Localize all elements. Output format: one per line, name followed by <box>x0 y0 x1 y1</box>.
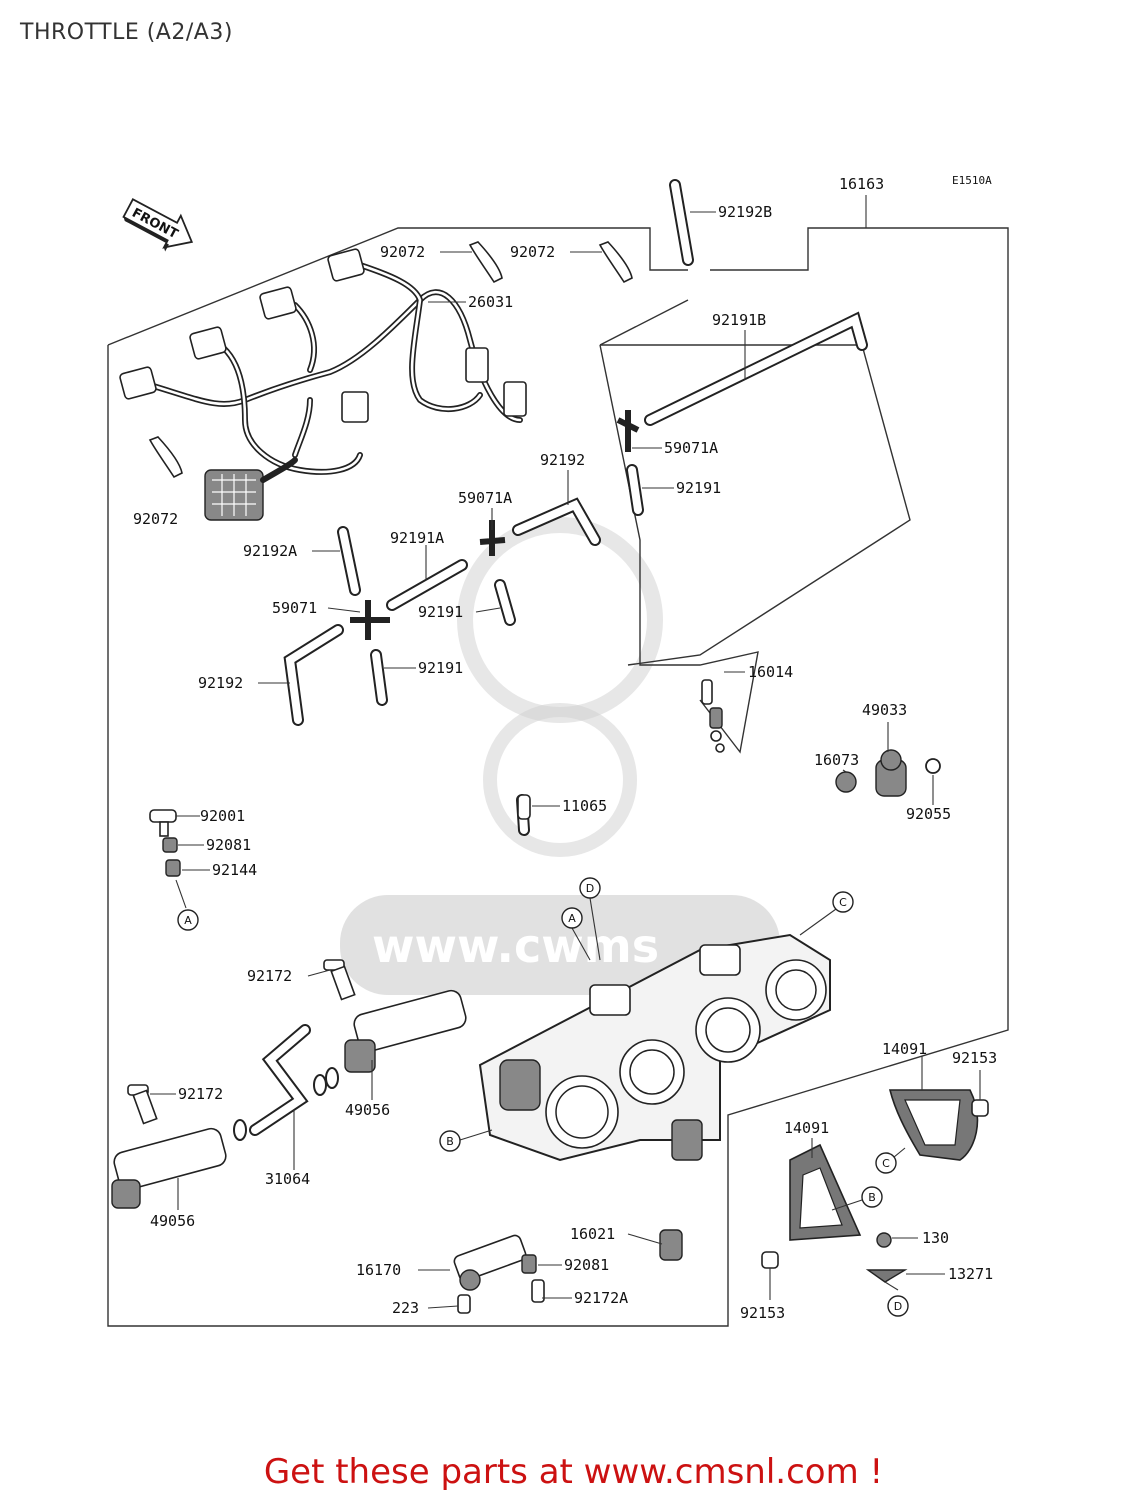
vacuum-hoses <box>283 179 868 836</box>
svg-text:C: C <box>839 896 847 909</box>
svg-text:C: C <box>882 1157 890 1170</box>
callout-label: 16170 <box>356 1261 401 1279</box>
page-title: THROTTLE (A2/A3) <box>20 20 233 45</box>
callout-label: 92001 <box>200 807 245 825</box>
callout-label: 92191A <box>390 529 444 547</box>
watermark-text: www.cwms <box>372 919 659 973</box>
callout-label: 92191 <box>418 603 463 621</box>
callout-label: 92081 <box>206 836 251 854</box>
callout-label: 49033 <box>862 701 907 719</box>
marker-c: C <box>875 1152 897 1174</box>
callout-label: 59071 <box>272 599 317 617</box>
callout-label: 92072 <box>133 510 178 528</box>
leader-lines <box>150 195 981 1309</box>
marker-b: B <box>439 1130 461 1152</box>
callout-label: 92055 <box>906 805 951 823</box>
clamps <box>148 241 633 479</box>
marker-a: A <box>561 907 583 929</box>
front-arrow-icon: FRONT <box>122 198 194 252</box>
callout-label: 16021 <box>570 1225 615 1243</box>
marker-b: B <box>861 1186 883 1208</box>
callout-label: 92144 <box>212 861 257 879</box>
callout-label: 92191B <box>712 311 766 329</box>
footer-link[interactable]: Get these parts at www.cmsnl.com ! <box>263 1452 884 1492</box>
callout-label: 92172 <box>178 1085 223 1103</box>
callout-label: 92072 <box>380 243 425 261</box>
callout-label: 92081 <box>564 1256 609 1274</box>
callout-label: 92192 <box>198 674 243 692</box>
callout-label: 11065 <box>562 797 607 815</box>
marker-d: D <box>579 877 601 899</box>
callout-label: 14091 <box>882 1040 927 1058</box>
callout-label: 16014 <box>748 663 793 681</box>
svg-text:B: B <box>868 1191 876 1204</box>
callout-label: 49056 <box>345 1101 390 1119</box>
callout-label: 92192A <box>243 542 297 560</box>
callout-label: 92191 <box>676 479 721 497</box>
callout-label: 31064 <box>265 1170 310 1188</box>
callout-label: 13271 <box>948 1265 993 1283</box>
svg-text:D: D <box>586 882 594 895</box>
callout-label: 59071A <box>664 439 718 457</box>
callout-label: 92153 <box>952 1049 997 1067</box>
small-parts <box>111 679 989 1314</box>
callout-label: 92172A <box>574 1289 628 1307</box>
wiring-harness <box>119 248 527 521</box>
marker-c: C <box>832 891 854 913</box>
callout-label: 59071A <box>458 489 512 507</box>
svg-text:B: B <box>446 1135 454 1148</box>
diagram-code: E1510A <box>952 174 992 187</box>
svg-text:D: D <box>894 1300 902 1313</box>
callout-label: 92153 <box>740 1304 785 1322</box>
callout-label: 92192 <box>540 451 585 469</box>
callout-label: 130 <box>922 1229 949 1247</box>
marker-a: A <box>177 909 199 931</box>
part-callouts: E1510A 16163 92192B 92072 92072 26031 92… <box>133 174 997 1322</box>
callout-label: 92191 <box>418 659 463 677</box>
svg-text:A: A <box>568 912 576 925</box>
callout-label: 92172 <box>247 967 292 985</box>
callout-label: 223 <box>392 1299 419 1317</box>
callout-label: 92072 <box>510 243 555 261</box>
reference-markers: A A B B C C D D <box>177 877 909 1317</box>
marker-d: D <box>887 1295 909 1317</box>
callout-label: 49056 <box>150 1212 195 1230</box>
throttle-body <box>478 933 831 1162</box>
callout-label: 92192B <box>718 203 772 221</box>
svg-text:A: A <box>184 914 192 927</box>
callout-label: 16073 <box>814 751 859 769</box>
callout-label: 14091 <box>784 1119 829 1137</box>
callout-label: 16163 <box>839 175 884 193</box>
callout-label: 26031 <box>468 293 513 311</box>
assembly-frames <box>107 227 1009 1327</box>
